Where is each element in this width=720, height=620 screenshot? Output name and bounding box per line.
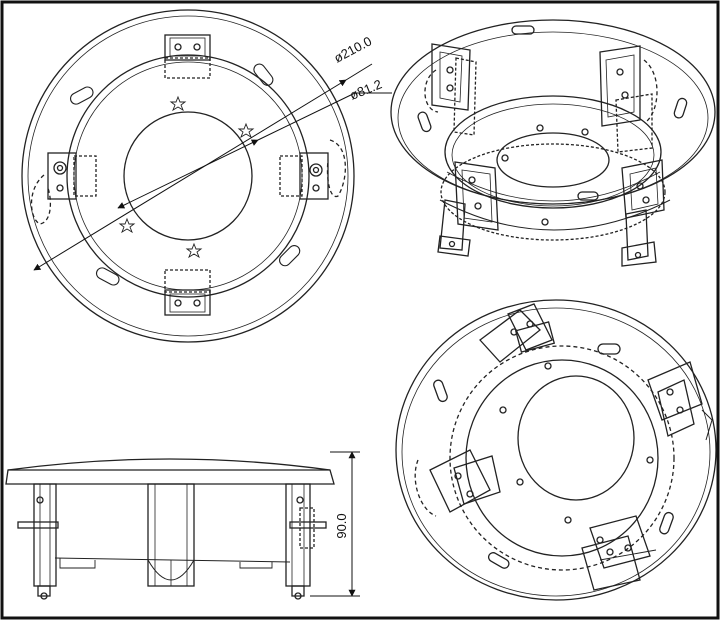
top-view-bracket-top [164, 34, 211, 79]
dim-inner-diameter: ø81.2 [348, 76, 384, 102]
side-view [5, 451, 360, 600]
top-view [21, 9, 392, 343]
bottom-view-bracket-top [479, 303, 556, 363]
perspective-bracket-front-left [437, 161, 499, 257]
dim-outer-diameter: ø210.0 [331, 33, 374, 65]
perspective-bracket-front-right [621, 159, 665, 267]
bottom-view-dashed-ring [449, 345, 675, 571]
top-view-bracket-left [30, 152, 97, 225]
top-view-bracket-right [279, 139, 347, 200]
perspective-bracket-left [424, 43, 477, 136]
bottom-perspective-view [395, 299, 717, 601]
side-view-post-left [17, 483, 59, 600]
perspective-bracket-right [599, 45, 658, 153]
perspective-view [390, 19, 716, 267]
bottom-view-bracket-left [414, 449, 501, 517]
side-view-bracket-center [147, 483, 195, 587]
side-view-height-dimension [310, 451, 360, 597]
top-view-bracket-bottom [164, 269, 211, 316]
side-view-top-plate [5, 458, 335, 485]
perspective-center-opening [496, 132, 610, 188]
bottom-view-outer-rim [395, 299, 717, 601]
perspective-mid-ring [444, 95, 662, 209]
bottom-view-bracket-right [647, 361, 713, 441]
top-view-outer-rim [21, 9, 355, 343]
dim-height: 90.0 [334, 513, 349, 538]
bottom-view-bracket-bottom [581, 515, 657, 591]
bottom-view-center-opening [517, 375, 635, 501]
side-view-post-right [285, 483, 327, 600]
